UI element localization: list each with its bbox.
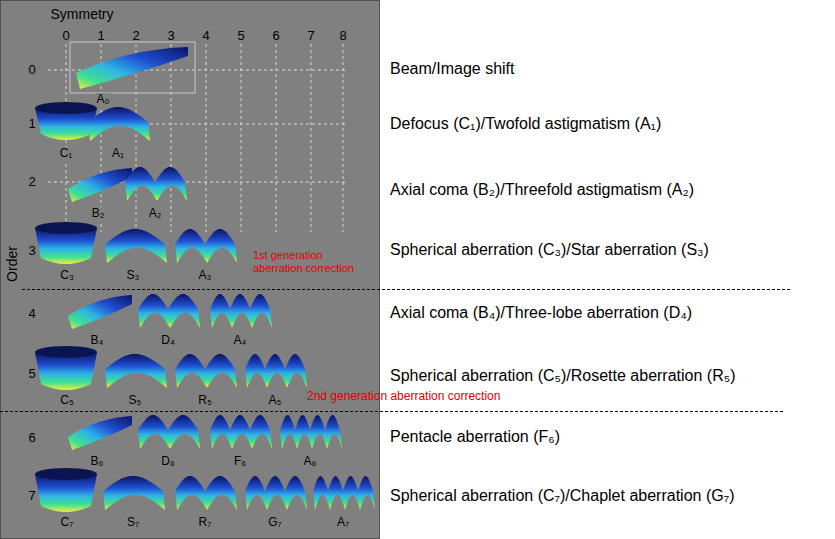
aberration-surface [175, 229, 237, 263]
grid-lines [48, 44, 345, 232]
aberration-symbol: C₁ [59, 147, 74, 161]
symmetry-number: 3 [167, 29, 174, 44]
symmetry-number: 6 [272, 29, 279, 44]
symmetry-number: 7 [307, 29, 314, 44]
aberration-symbol: A₆ [303, 455, 318, 469]
order-number: 6 [28, 431, 35, 446]
panel-ground [1, 1, 380, 539]
grid-line [206, 44, 207, 232]
aberration-symbol: C₃ [59, 269, 75, 283]
aberration-symbol: B₂ [91, 207, 106, 221]
aberration-surface [103, 476, 165, 510]
aberration-symbol: A₀ [96, 93, 111, 107]
aberration-symbol: C₇ [60, 516, 75, 530]
surface-rim [35, 102, 97, 114]
aberration-symbol: S₅ [128, 394, 143, 408]
symmetry-number: 4 [202, 29, 209, 44]
axis-title: Symmetry [51, 6, 114, 22]
aberration-name: Spherical aberration (C₅)/Rosette aberra… [390, 367, 735, 385]
symmetry-number: 8 [339, 29, 346, 44]
generation-dividers [0, 290, 790, 412]
aberration-name: Beam/Image shift [390, 60, 515, 78]
aberration-symbol: A₅ [268, 394, 283, 408]
aberration-surface [210, 415, 272, 449]
generation-note: 1st generation aberration correction [253, 249, 371, 274]
symmetry-number: 1 [97, 29, 104, 44]
aberration-surface [68, 295, 132, 329]
axis-title: Order [4, 246, 20, 282]
aberration-surface [245, 476, 307, 510]
aberration-surface [313, 476, 375, 510]
order-number: 0 [28, 63, 35, 78]
divider-line [0, 411, 785, 412]
symmetry-number: 0 [62, 29, 69, 44]
aberration-surface [175, 476, 237, 510]
surface-group [35, 47, 375, 512]
aberration-name: Spherical aberration (C₃)/Star aberratio… [390, 241, 709, 259]
order-number: 7 [28, 489, 35, 504]
shift-frame [70, 42, 195, 93]
aberration-symbol: A₁ [111, 147, 125, 161]
order-number: 5 [28, 367, 35, 382]
aberration-name: Defocus (C₁)/Twofold astigmatism (A₁) [390, 115, 661, 133]
generation-note: 2nd generation aberration correction [307, 390, 500, 404]
surface-rim [35, 468, 97, 480]
aberration-name: Spherical aberration (C₇)/Chaplet aberra… [390, 487, 734, 505]
order-number: 3 [28, 244, 35, 259]
surface-rim [35, 346, 97, 358]
aberration-symbol: R₅ [197, 394, 213, 408]
divider-line [22, 289, 790, 290]
aberration-surface [138, 415, 200, 449]
aberration-symbol: A₇ [336, 516, 350, 530]
grid-line [171, 44, 172, 232]
grid-line [276, 44, 277, 232]
aberration-symbol: D₆ [160, 455, 176, 469]
aberration-symbol: C₅ [59, 394, 75, 408]
aberration-surface [68, 416, 132, 450]
grid-line [241, 44, 242, 232]
symmetry-number: 5 [237, 29, 244, 44]
aberration-symbol: F₆ [233, 455, 247, 469]
symmetry-number: 2 [132, 29, 139, 44]
aberration-name: Axial coma (B₂)/Threefold astigmatism (A… [390, 181, 694, 199]
order-number: 4 [28, 307, 35, 322]
aberration-name: Pentacle aberration (F₆) [390, 428, 560, 446]
aberration-symbol: A₂ [148, 207, 163, 221]
aberration-surface [175, 354, 237, 388]
aberration-surface [88, 107, 150, 141]
aberration-symbol: D₄ [160, 334, 176, 348]
grid-line [343, 44, 344, 232]
aberration-surface [280, 415, 342, 449]
aberration-surface [210, 294, 272, 328]
aberration-symbol: S₇ [126, 516, 140, 530]
aberration-name: Axial coma (B₄)/Three-lobe aberration (D… [390, 304, 692, 322]
aberration-symbol: A₃ [198, 269, 213, 283]
aberration-symbol: A₄ [233, 334, 248, 348]
aberration-surface [138, 294, 200, 328]
aberration-surface [76, 47, 188, 89]
grid-line [311, 44, 312, 232]
aberration-symbol: B₆ [90, 455, 105, 469]
aberration-symbol: S₃ [126, 269, 141, 283]
order-number: 2 [28, 175, 35, 190]
order-number: 1 [28, 117, 35, 132]
aberration-surface [105, 229, 167, 263]
aberration-surface [68, 168, 132, 202]
aberration-symbol: R₇ [198, 516, 213, 530]
aberration-surface [245, 354, 307, 388]
aberration-surface [105, 354, 167, 388]
aberration-surface [125, 167, 187, 201]
surface-rim [35, 222, 97, 234]
aberration-symbol: B₄ [90, 334, 105, 348]
aberration-symbol: G₇ [267, 516, 282, 530]
